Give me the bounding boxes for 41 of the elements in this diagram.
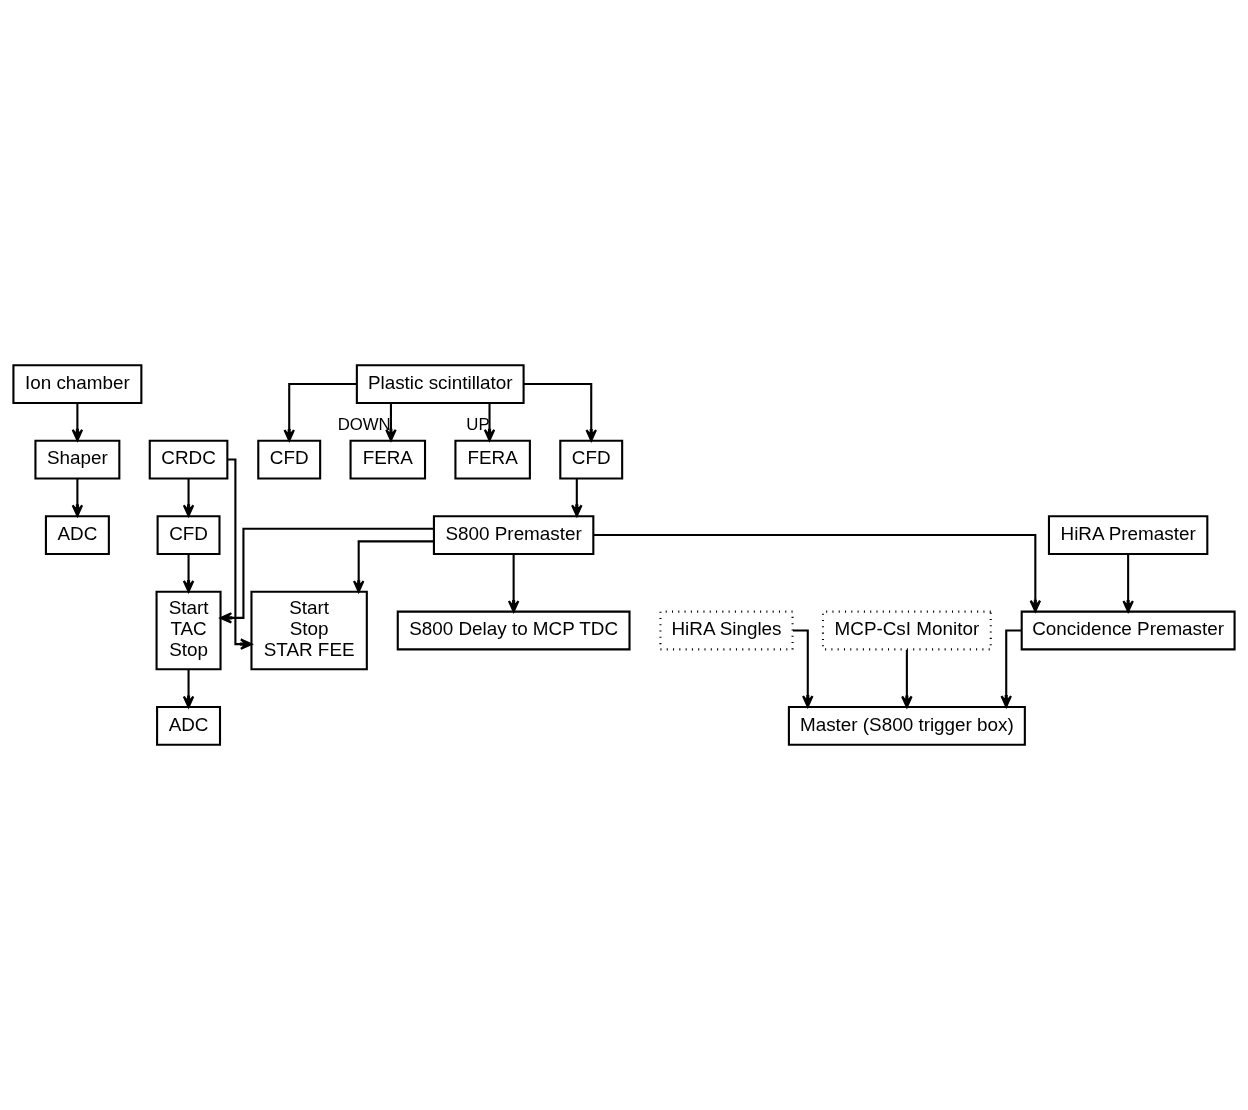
node-box: CFD — [559, 439, 624, 480]
arrow — [283, 383, 357, 442]
edge-label: UP — [466, 414, 490, 434]
arrow — [182, 478, 195, 517]
node-box: Start TAC Stop — [155, 590, 222, 671]
arrow — [227, 458, 253, 650]
arrow — [219, 527, 434, 624]
arrow — [1000, 629, 1022, 708]
node-box: ADC — [44, 515, 110, 555]
arrow — [71, 403, 84, 442]
arrow — [71, 478, 84, 517]
node-box: CFD — [156, 515, 221, 555]
arrow — [483, 403, 496, 442]
arrow — [182, 554, 195, 593]
edge-label: DOWN — [337, 414, 391, 434]
arrow — [182, 669, 195, 709]
node-box: MCP-CsI Monitor — [821, 610, 992, 651]
node-box: ADC — [156, 706, 222, 746]
node-box: CRDC — [148, 439, 229, 480]
arrow — [792, 629, 814, 708]
arrow — [901, 649, 913, 708]
node-box: S800 Delay to MCP TDC — [396, 610, 631, 651]
node-box: Start Stop STAR FEE — [250, 590, 368, 671]
node-box: CFD — [257, 439, 322, 480]
arrow — [593, 534, 1042, 613]
arrow — [571, 478, 583, 517]
arrow — [507, 554, 520, 613]
node-box: HiRA Premaster — [1047, 515, 1209, 555]
node-box: FERA — [349, 439, 427, 480]
arrow — [352, 540, 434, 593]
node-box: HiRA Singles — [659, 610, 794, 651]
arrow — [523, 383, 597, 442]
node-box: Ion chamber — [12, 364, 143, 404]
arrow — [385, 403, 397, 442]
node-box: S800 Premaster — [432, 515, 595, 555]
node-box: Plastic scintillator — [355, 364, 525, 404]
node-box: Concidence Premaster — [1020, 610, 1236, 651]
node-box: FERA — [454, 439, 531, 480]
node-box: Master (S800 trigger box) — [787, 706, 1026, 746]
arrow — [1122, 554, 1134, 613]
node-box: Shaper — [34, 439, 121, 480]
